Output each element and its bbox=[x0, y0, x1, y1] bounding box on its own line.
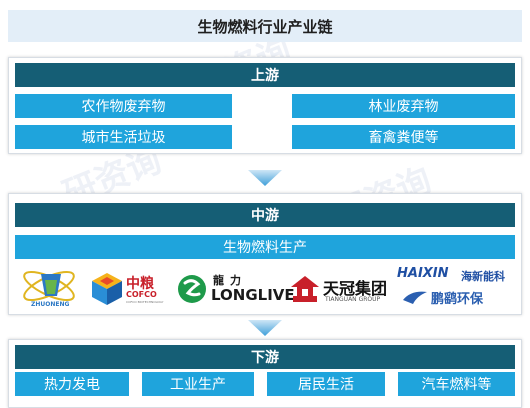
downstream-header: 下游 bbox=[15, 345, 515, 369]
haixin-logo: HAIXIN 海新能科 鹏鹞环保 bbox=[397, 266, 521, 310]
upstream-panel: 上游 农作物废弃物 林业废弃物 城市生活垃圾 畜禽粪便等 bbox=[8, 57, 522, 154]
cofco-logo: 中粮 COFCO COFCO BIOTECHNOLOGY bbox=[92, 271, 172, 307]
downstream-item: 居民生活 bbox=[267, 372, 385, 396]
upstream-item: 林业废弃物 bbox=[292, 94, 515, 118]
upstream-item: 农作物废弃物 bbox=[15, 94, 232, 118]
down-arrow-icon bbox=[248, 320, 282, 336]
upstream-item: 畜禽粪便等 bbox=[292, 125, 515, 149]
midstream-header: 中游 bbox=[15, 203, 515, 227]
upstream-item: 城市生活垃圾 bbox=[15, 125, 232, 149]
downstream-item: 热力发电 bbox=[15, 372, 129, 396]
cofco-logo-text-cn: 中粮 bbox=[126, 276, 154, 292]
pengyao-bird-icon bbox=[403, 291, 427, 304]
midstream-process: 生物燃料生产 bbox=[15, 235, 515, 259]
longlive-logo-text-cn: 龍力 bbox=[213, 274, 247, 287]
tianguan-logo-text-en: TIANGUAN GROUP bbox=[325, 296, 381, 303]
zhuoyue-logo-text: ZHUONENG bbox=[31, 301, 70, 308]
zhuoyue-logo: ZHUONENG bbox=[19, 266, 79, 310]
tianguan-logo-text-cn: 天冠集团 bbox=[323, 279, 388, 298]
downstream-item: 工业生产 bbox=[142, 372, 254, 396]
longlive-logo: 龍力 LONGLIVE bbox=[177, 272, 295, 306]
haixin-logo-text-cn: 海新能科 bbox=[461, 270, 505, 283]
haixin-logo-text-en: HAIXIN bbox=[397, 266, 449, 281]
upstream-header: 上游 bbox=[15, 63, 515, 87]
down-arrow-icon bbox=[248, 170, 282, 186]
page-title: 生物燃料行业产业链 bbox=[8, 10, 522, 42]
pengyao-logo-text: 鹏鹞环保 bbox=[431, 292, 484, 307]
longlive-logo-text-en: LONGLIVE bbox=[211, 286, 295, 304]
tianguan-logo: 天冠集团 TIANGUAN GROUP bbox=[291, 272, 401, 308]
cofco-logo-text-en: COFCO bbox=[126, 290, 157, 299]
cofco-logo-sub: COFCO BIOTECHNOLOGY bbox=[126, 300, 164, 304]
midstream-panel: 中游 生物燃料生产 ZHUONENG 中粮 COFCO COFCO BIOTEC… bbox=[8, 193, 522, 315]
downstream-item: 汽车燃料等 bbox=[398, 372, 515, 396]
downstream-panel: 下游 热力发电 工业生产 居民生活 汽车燃料等 bbox=[8, 339, 522, 408]
